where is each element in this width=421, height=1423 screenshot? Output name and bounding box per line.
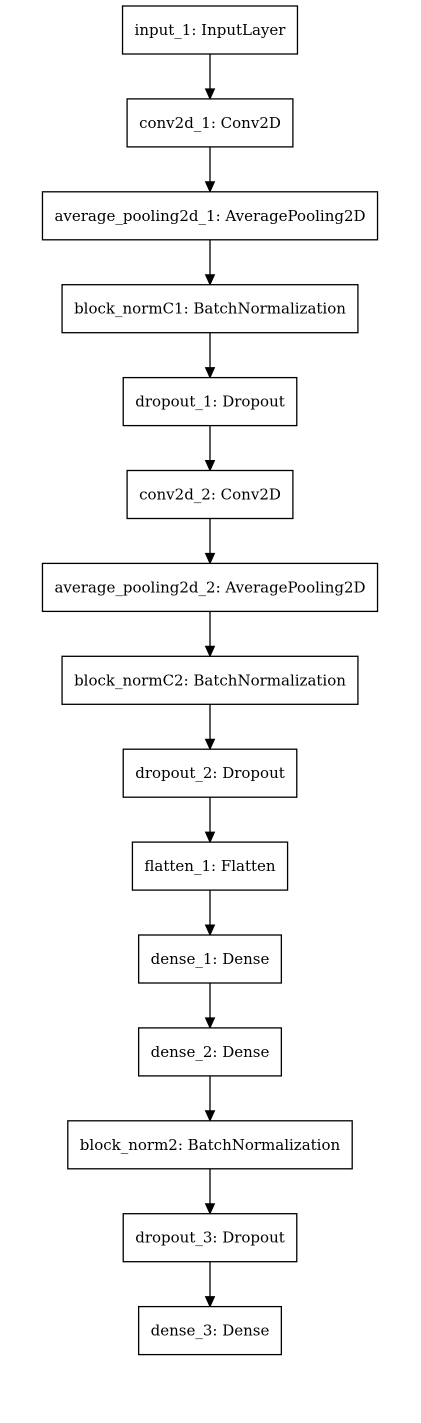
edge-arrow	[204, 890, 216, 937]
node-dense-2: dense_2: Dense	[137, 1027, 283, 1077]
arrowhead-icon	[204, 181, 216, 194]
edge-arrow	[204, 1075, 216, 1123]
node-box	[61, 284, 359, 334]
node-box	[41, 562, 379, 613]
node-conv2d-2: conv2d_2: Conv2D	[126, 469, 294, 520]
edge-arrow	[204, 425, 216, 472]
arrowhead-icon	[204, 552, 216, 565]
node-label: conv2d_2: Conv2D	[139, 486, 281, 504]
node-label: dropout_3: Dropout	[135, 1229, 285, 1247]
node-box	[122, 1213, 298, 1263]
edge-arrow	[204, 239, 216, 286]
node-box	[137, 1027, 283, 1077]
node-conv2d-1: conv2d_1: Conv2D	[126, 98, 294, 148]
edge-arrow	[204, 1168, 216, 1215]
node-label: input_1: InputLayer	[135, 21, 287, 39]
node-box	[126, 98, 294, 148]
arrowhead-icon	[204, 831, 216, 844]
node-average-pooling2d-2: average_pooling2d_2: AveragePooling2D	[41, 562, 379, 613]
node-box	[67, 1120, 353, 1170]
edge-arrow	[204, 983, 216, 1030]
edge-arrow	[204, 611, 216, 658]
node-box	[41, 191, 379, 241]
node-block-normc1: block_normC1: BatchNormalization	[61, 284, 359, 334]
nodes-layer: input_1: InputLayer conv2d_1: Conv2D avera…	[41, 5, 379, 1356]
node-box	[137, 934, 283, 984]
node-label: block_norm2: BatchNormalization	[80, 1136, 341, 1154]
node-dropout-1: dropout_1: Dropout	[122, 376, 298, 427]
arrowhead-icon	[204, 1203, 216, 1215]
node-label: dropout_2: Dropout	[135, 764, 285, 782]
arrowhead-icon	[204, 88, 216, 101]
arrowhead-icon	[204, 274, 216, 286]
node-box	[61, 655, 359, 705]
node-flatten-1: flatten_1: Flatten	[131, 841, 289, 891]
edges-layer	[204, 54, 216, 1308]
arrowhead-icon	[204, 1110, 216, 1123]
node-label: dropout_1: Dropout	[135, 393, 285, 411]
node-box	[121, 5, 299, 55]
node-dropout-2: dropout_2: Dropout	[122, 748, 298, 798]
node-dropout-3: dropout_3: Dropout	[122, 1213, 298, 1263]
node-label: block_normC1: BatchNormalization	[74, 300, 346, 318]
node-label: conv2d_1: Conv2D	[139, 114, 281, 132]
node-dense-3: dense_3: Dense	[137, 1305, 283, 1356]
edge-arrow	[204, 704, 216, 751]
node-label: dense_2: Dense	[151, 1043, 270, 1061]
node-block-norm2: block_norm2: BatchNormalization	[67, 1120, 353, 1170]
node-box	[137, 1305, 283, 1356]
node-block-normc2: block_normC2: BatchNormalization	[61, 655, 359, 705]
edge-arrow	[204, 1261, 216, 1308]
node-input-1: input_1: InputLayer	[121, 5, 299, 55]
node-label: average_pooling2d_2: AveragePooling2D	[54, 578, 365, 596]
node-box	[122, 376, 298, 427]
edge-arrow	[204, 332, 216, 379]
arrowhead-icon	[204, 924, 216, 937]
node-box	[126, 469, 294, 520]
arrowhead-icon	[204, 367, 216, 379]
arrowhead-icon	[204, 460, 216, 472]
node-label: average_pooling2d_1: AveragePooling2D	[54, 207, 365, 225]
node-label: block_normC2: BatchNormalization	[74, 671, 346, 689]
arrowhead-icon	[204, 1296, 216, 1308]
node-label: flatten_1: Flatten	[144, 857, 275, 875]
edge-arrow	[204, 518, 216, 565]
node-dense-1: dense_1: Dense	[137, 934, 283, 984]
edge-arrow	[204, 797, 216, 844]
node-box	[131, 841, 289, 891]
arrowhead-icon	[204, 645, 216, 658]
node-label: dense_3: Dense	[151, 1322, 270, 1340]
arrowhead-icon	[204, 738, 216, 751]
edge-arrow	[204, 54, 216, 101]
edge-arrow	[204, 146, 216, 194]
arrowhead-icon	[204, 1017, 216, 1030]
node-box	[122, 748, 298, 798]
node-average-pooling2d-1: average_pooling2d_1: AveragePooling2D	[41, 191, 379, 241]
node-label: dense_1: Dense	[151, 950, 270, 968]
